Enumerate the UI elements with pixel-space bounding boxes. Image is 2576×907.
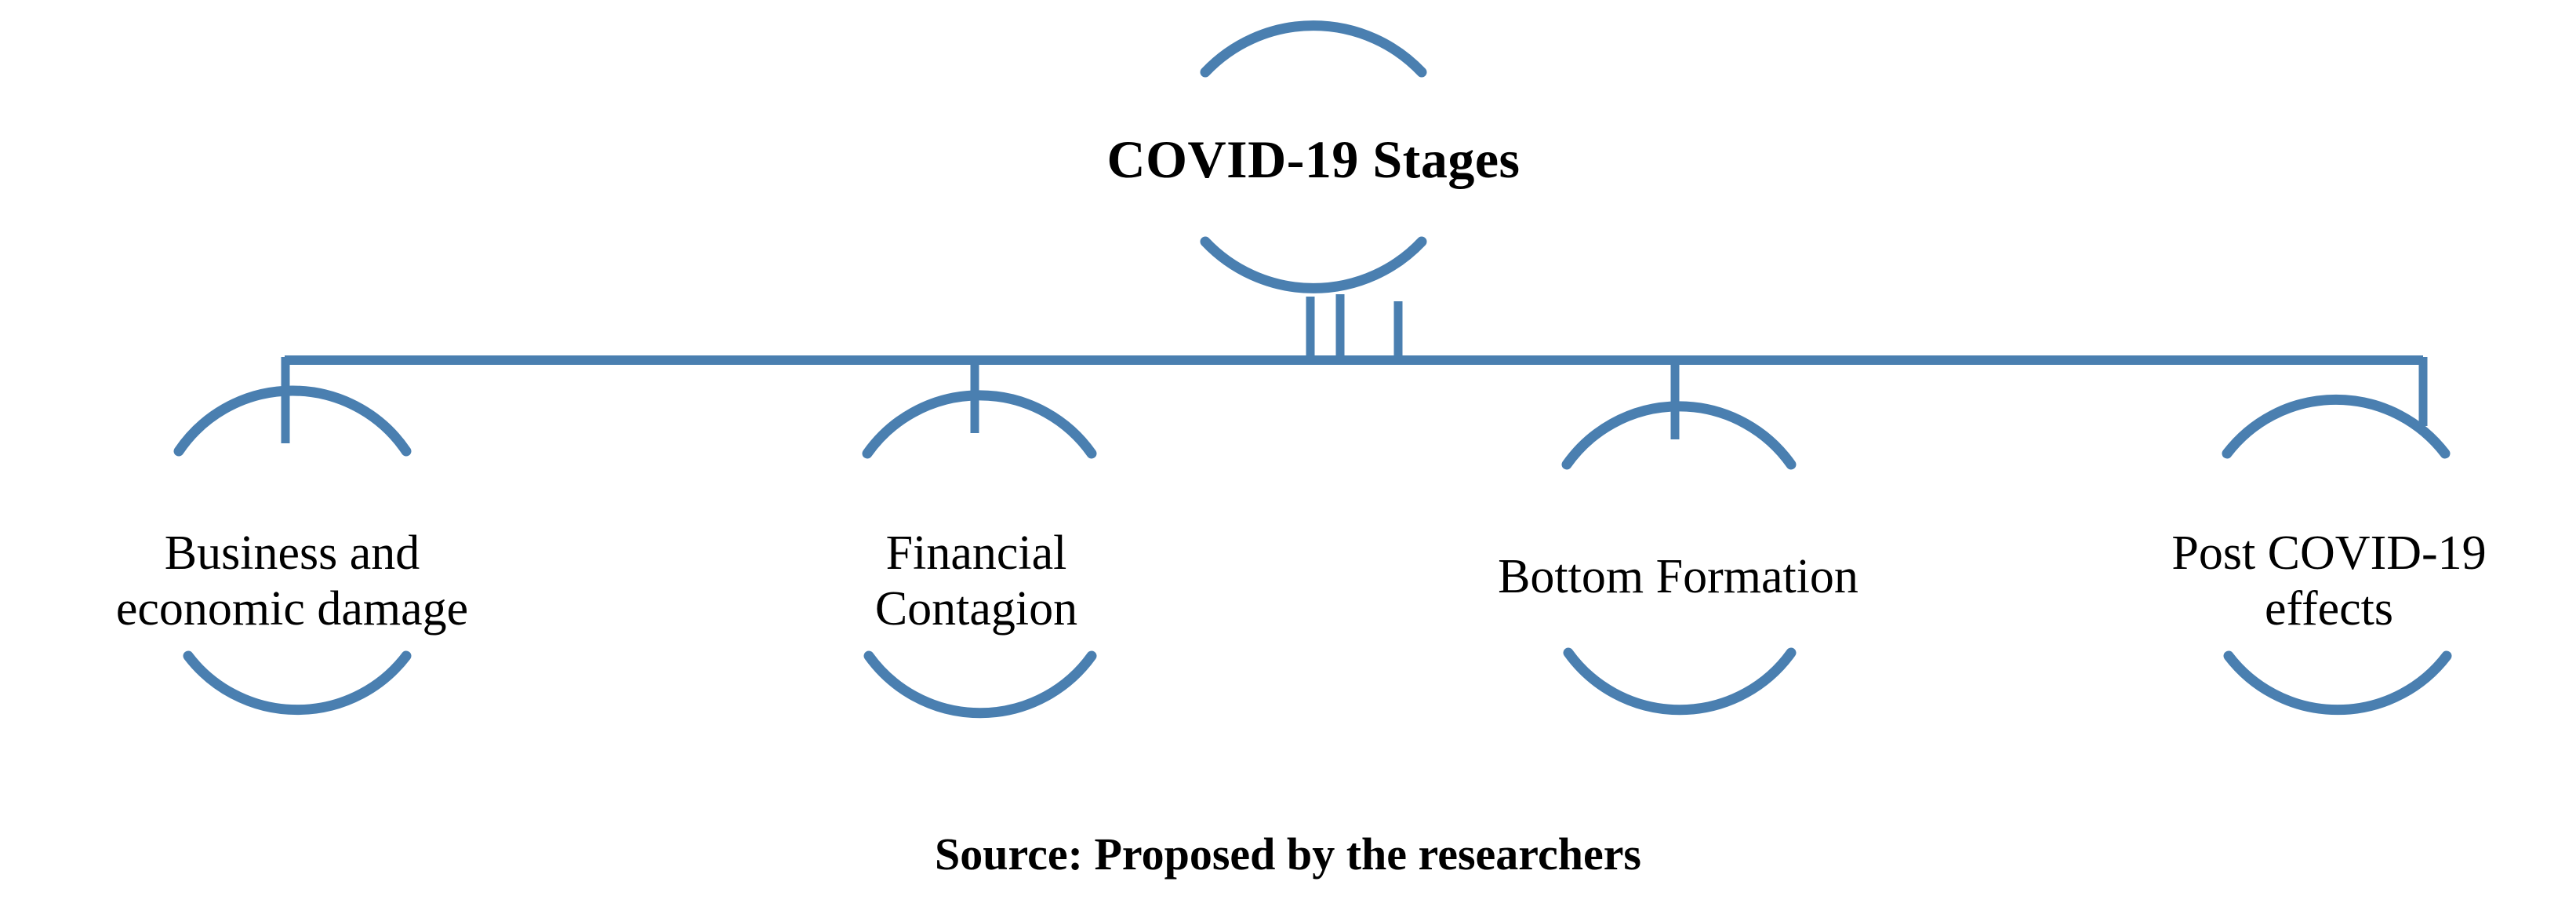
child-node-2-shape (862, 390, 1097, 719)
child-node-3-label: Bottom Formation (1498, 550, 1858, 603)
root-stem-group (1306, 294, 1403, 362)
child-node-1-shape (173, 385, 412, 716)
child-node-3-shape (1561, 401, 1797, 716)
child-node-2-bottom-arc (863, 650, 1097, 719)
root-node-top-arc (1200, 20, 1427, 78)
child-node-1-top-arc (173, 385, 412, 457)
child-node-2-top-arc (862, 390, 1097, 459)
root-node-shape (1200, 20, 1427, 293)
child-node-3-bottom-arc (1563, 647, 1797, 716)
child-node-4-label: Post COVID-19 effects (2171, 526, 2487, 636)
child-node-4-bottom-arc (2223, 650, 2452, 716)
source-caption: Source: Proposed by the researchers (934, 829, 1642, 880)
child-node-4-top-arc (2222, 394, 2451, 459)
root-node-label: COVID-19 Stages (1106, 129, 1521, 189)
root-node-bottom-arc (1200, 236, 1427, 293)
child-node-1-label: Business and economic damage (115, 526, 469, 636)
child-node-1-bottom-arc (183, 650, 412, 716)
branch-drop-lines (281, 357, 2428, 443)
child-node-4-shape (2222, 394, 2452, 716)
child-node-2-label: Financial Contagion (874, 526, 1078, 636)
child-node-3-top-arc (1561, 401, 1797, 470)
